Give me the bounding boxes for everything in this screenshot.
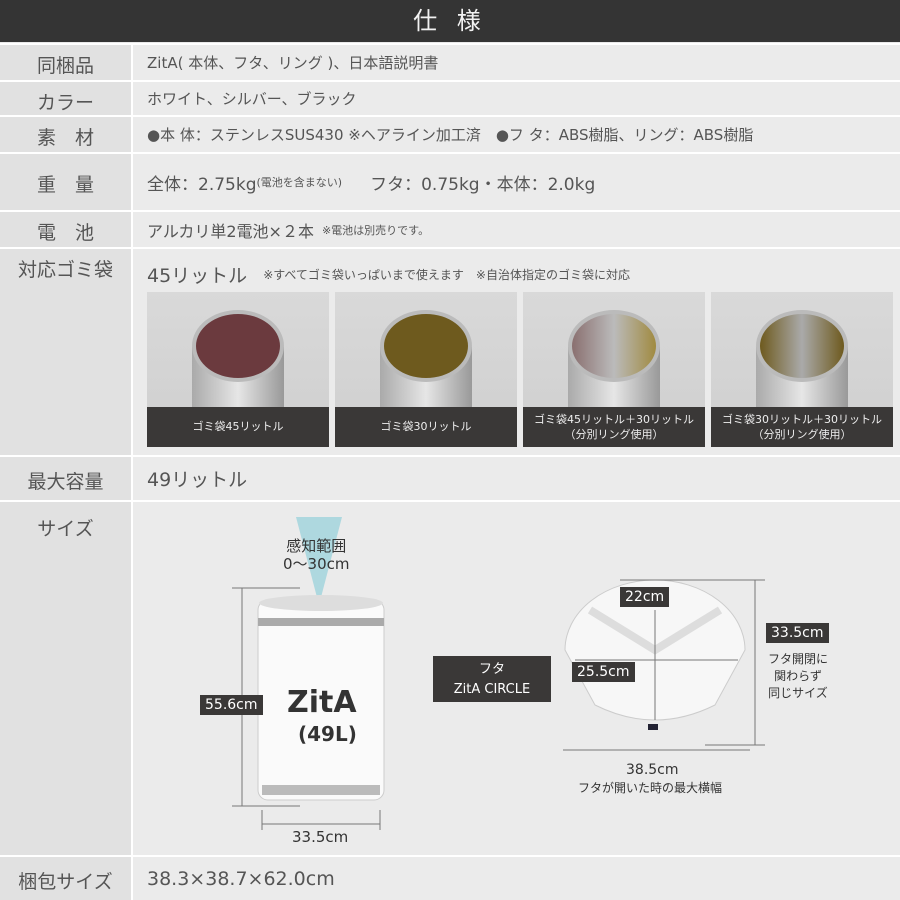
label: 梱包サイズ <box>0 857 133 900</box>
value2: フタ：0.75kg・本体：2.0kg <box>370 174 596 195</box>
value: ZitA( 本体、フタ、リング )、日本語説明書 <box>133 45 900 80</box>
value: 45リットル <box>147 265 248 287</box>
sensor-cone <box>296 517 342 605</box>
row-capacity: 最大容量 49リットル <box>0 455 900 500</box>
lid-opening-tag: 25.5cm <box>572 662 635 682</box>
note: (電池を含まない) <box>256 176 343 189</box>
lid-depth-tag: 33.5cm <box>766 623 829 643</box>
label: サイズ <box>0 502 133 855</box>
lid-width: 38.5cm <box>626 762 679 778</box>
lid-note: フタ開閉に 関わらず 同じサイズ <box>767 652 828 700</box>
bag-photos: ゴミ袋45リットル ゴミ袋30リットル ゴミ袋45リットル＋30リットル （分別リ… <box>147 292 893 447</box>
caption: ゴミ袋30リットル <box>380 420 472 434</box>
value: 全体：2.75kg <box>147 174 257 195</box>
lid-width-note: フタが開いた時の最大横幅 <box>578 781 723 795</box>
label: カラー <box>0 82 133 115</box>
bag-photo: ゴミ袋45リットル <box>147 292 329 447</box>
lid-inner-tag: 22cm <box>620 587 670 607</box>
label: 対応ゴミ袋 <box>0 249 133 455</box>
width-label: 33.5cm <box>292 828 349 846</box>
height-tag: 55.6cm <box>200 695 263 715</box>
label: 電 池 <box>0 212 133 247</box>
label: 素 材 <box>0 117 133 152</box>
row-weight: 重 量 全体：2.75kg (電池を含まない) フタ：0.75kg・本体：2.0… <box>0 152 900 210</box>
value: 38.3×38.7×62.0cm <box>147 867 335 890</box>
label: 重 量 <box>0 154 133 210</box>
note: ※すべてゴミ袋いっぱいまで使えます ※自治体指定のゴミ袋に対応 <box>263 268 630 282</box>
bag-photo: ゴミ袋30リットル＋30リットル （分別リング使用） <box>711 292 893 447</box>
caption: ゴミ袋30リットル＋30リットル <box>722 412 882 426</box>
value: ●本 体：ステンレスSUS430 ※ヘアライン加工済 ●フ タ：ABS樹脂、リン… <box>133 117 900 152</box>
row-package: 梱包サイズ 38.3×38.7×62.0cm <box>0 855 900 900</box>
caption-sub: （分別リング使用） <box>564 428 664 441</box>
caption: ゴミ袋45リットル＋30リットル <box>534 412 694 426</box>
logo: ZitA <box>287 685 357 720</box>
bag-photo: ゴミ袋30リットル <box>335 292 517 447</box>
value: アルカリ単2電池×２本 <box>147 221 314 241</box>
row-battery: 電 池 アルカリ単2電池×２本 ※電池は別売りです。 <box>0 210 900 247</box>
page-title: 仕 様 <box>0 0 900 42</box>
caption: ゴミ袋45リットル <box>192 420 284 434</box>
value: 49リットル <box>147 469 248 491</box>
row-contents: 同梱品 ZitA( 本体、フタ、リング )、日本語説明書 <box>0 43 900 80</box>
label: 同梱品 <box>0 45 133 80</box>
note: ※電池は別売りです。 <box>321 223 430 237</box>
caption-sub: （分別リング使用） <box>752 428 852 441</box>
label: 最大容量 <box>0 457 133 500</box>
row-color: カラー ホワイト、シルバー、ブラック <box>0 80 900 115</box>
row-material: 素 材 ●本 体：ステンレスSUS430 ※ヘアライン加工済 ●フ タ：ABS樹… <box>0 115 900 152</box>
value: ホワイト、シルバー、ブラック <box>133 82 900 115</box>
bag-photo: ゴミ袋45リットル＋30リットル （分別リング使用） <box>523 292 705 447</box>
logo-sub: (49L) <box>298 722 357 746</box>
